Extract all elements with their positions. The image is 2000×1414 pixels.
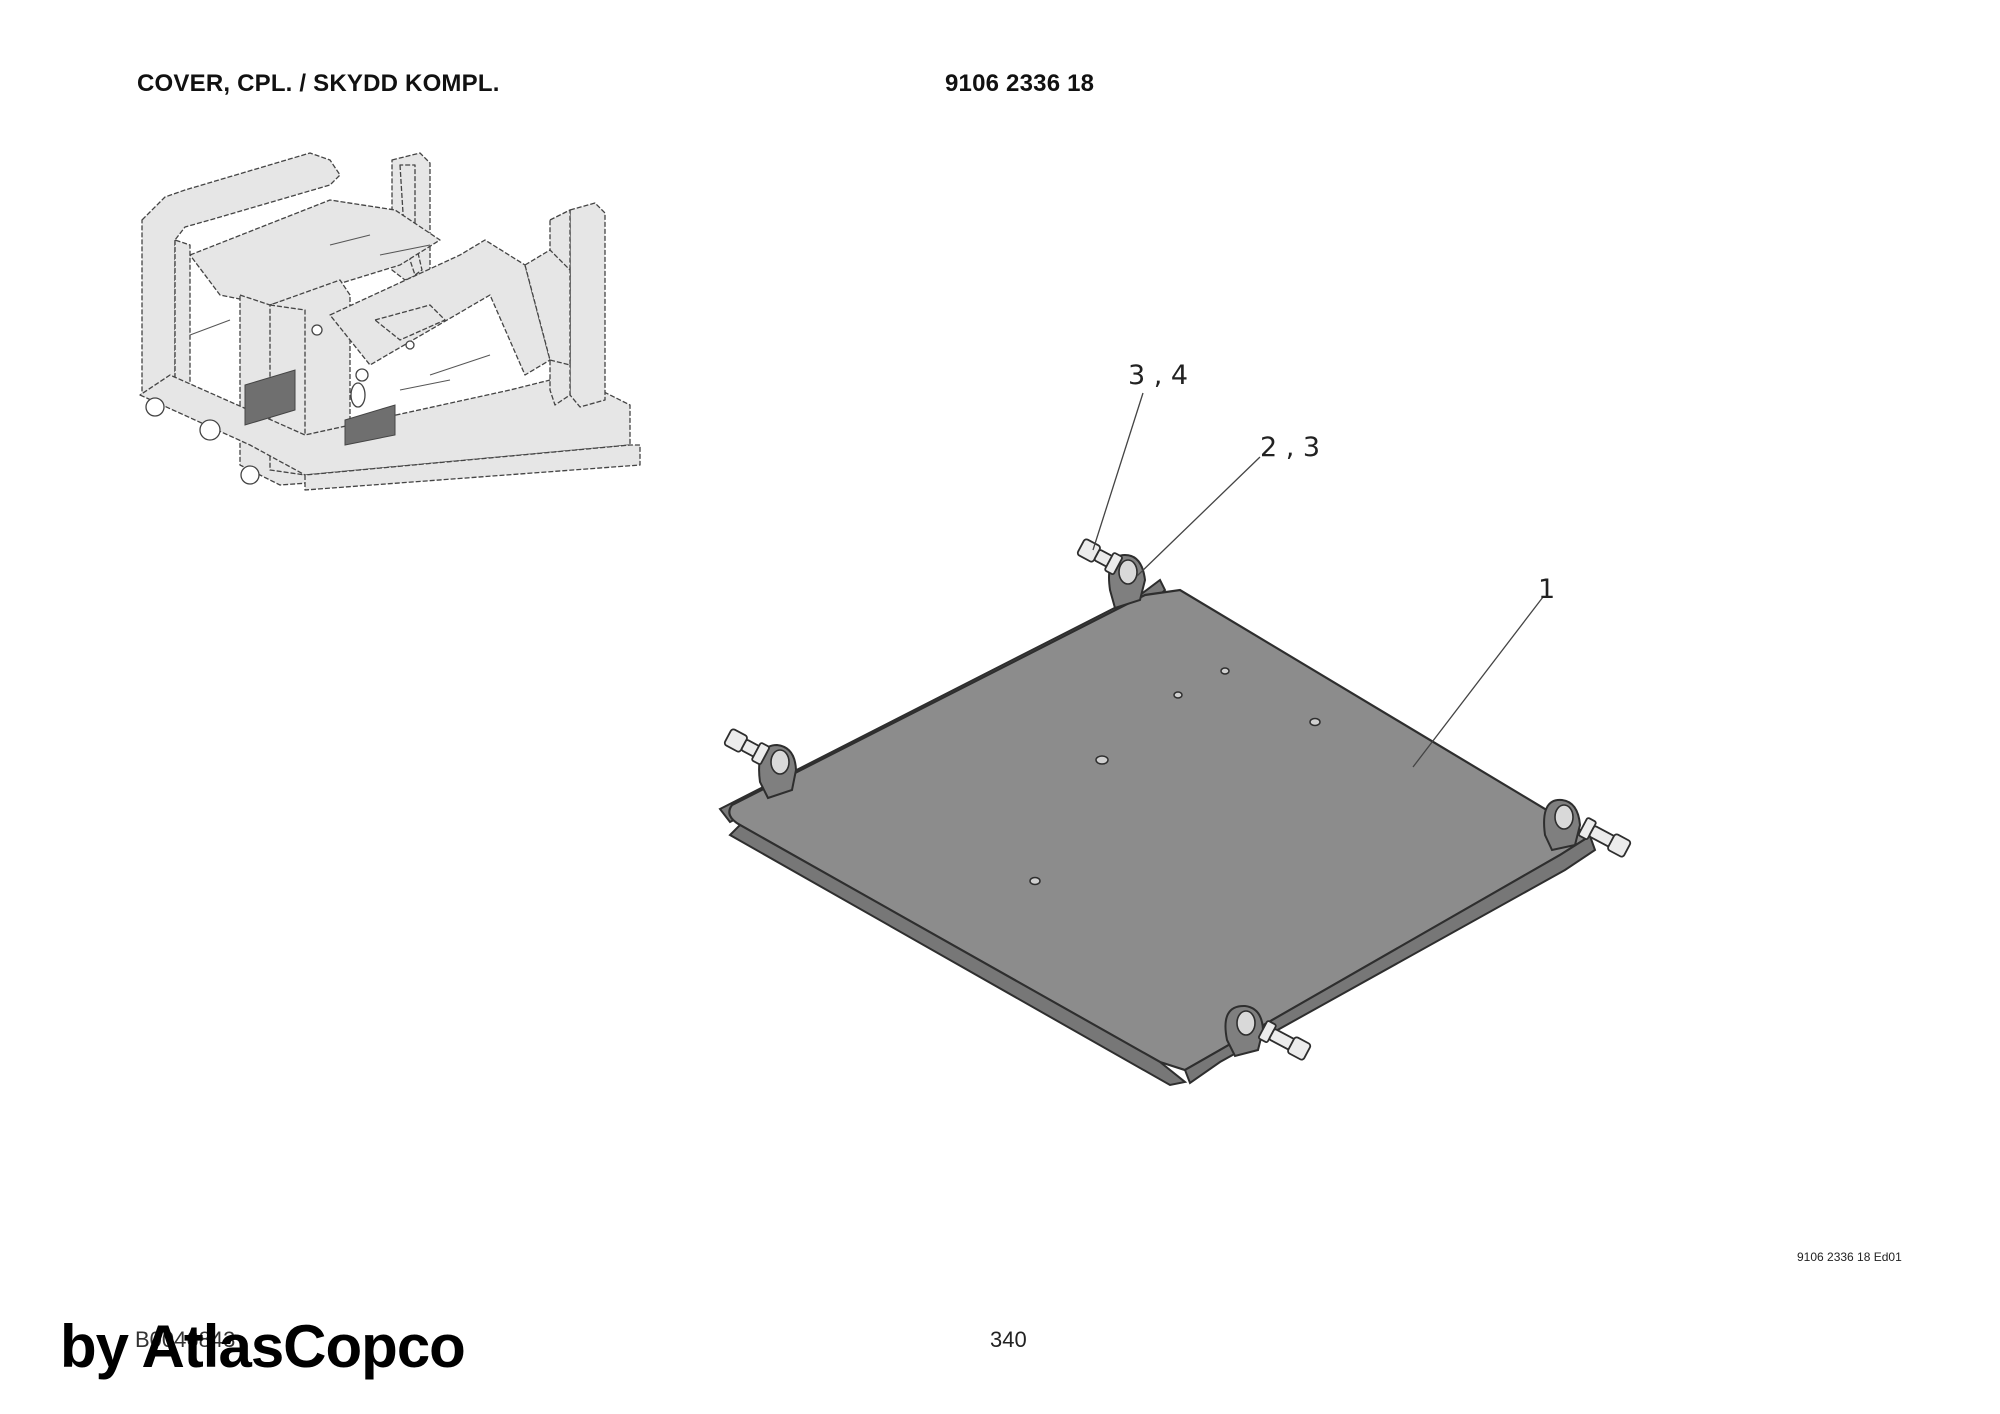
cover-plate-drawing: 3 , 4 2 , 3 1: [718, 360, 1632, 1087]
callout-3-4: 3 , 4: [1128, 360, 1188, 391]
callout-1: 1: [1538, 574, 1555, 605]
document-reference: B0046843: [135, 1327, 236, 1352]
page-title: COVER, CPL. / SKYDD KOMPL.: [137, 70, 500, 97]
cover-plate: [728, 588, 1593, 1072]
frame-locator-drawing: [139, 152, 641, 491]
page-number: 340: [990, 1327, 1027, 1352]
edition-label: 9106 2336 18 Ed01: [1797, 1250, 1902, 1264]
callout-2-3: 2 , 3: [1260, 432, 1320, 463]
watermark: by AtlasCopco: [60, 1313, 466, 1380]
part-number: 9106 2336 18: [945, 70, 1095, 97]
